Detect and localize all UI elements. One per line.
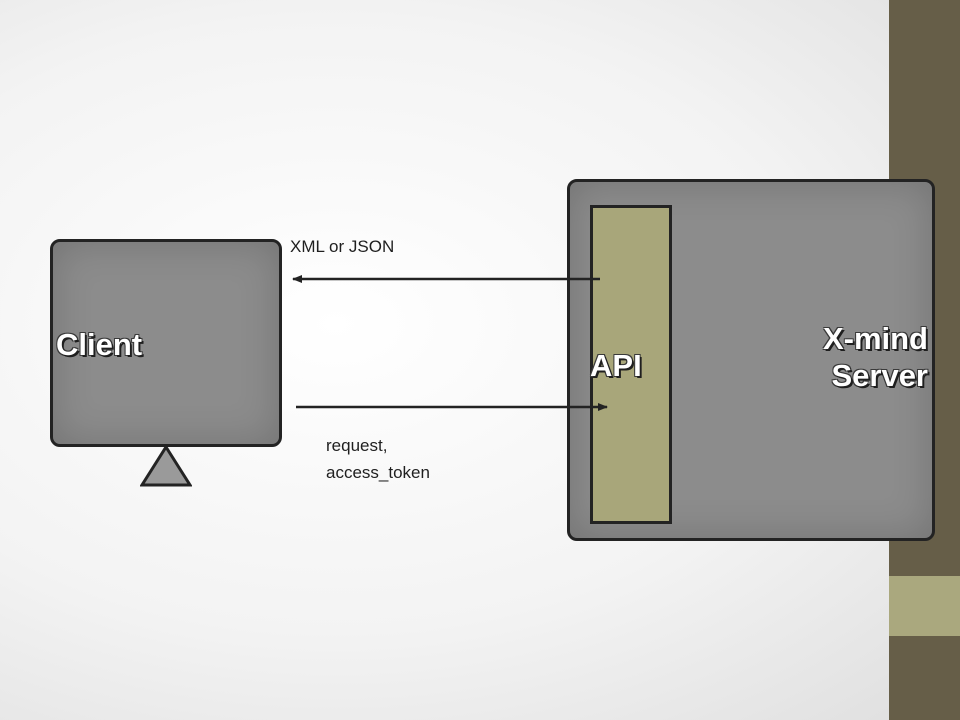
request-note-line1: request,	[326, 436, 388, 455]
server-label-line1: X-mind	[822, 321, 928, 356]
api-label: API	[590, 348, 642, 383]
request-note: request, access_token	[326, 432, 430, 486]
client-stand-icon	[140, 445, 192, 487]
server-label-line2: Server	[831, 358, 928, 394]
api-bar	[590, 205, 672, 524]
request-note-line2: access_token	[326, 463, 430, 482]
response-note: XML or JSON	[290, 237, 395, 256]
sidebar-accent	[889, 576, 960, 636]
server-label: X-mind Server	[800, 320, 928, 394]
client-label: Client	[56, 327, 143, 362]
